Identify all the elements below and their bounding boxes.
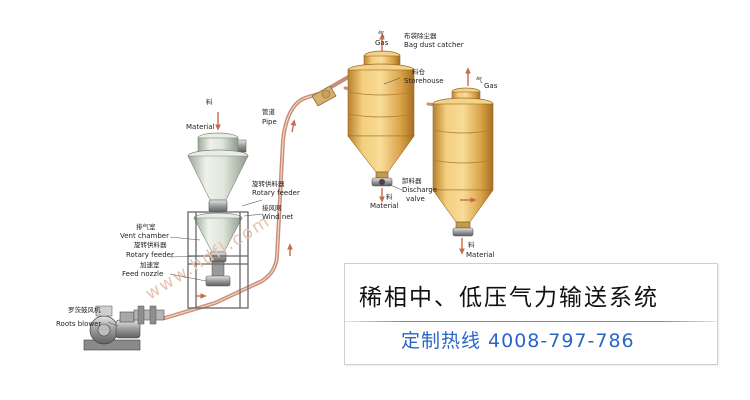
label-rotary-feeder-top-en: Rotary feeder (252, 189, 300, 197)
label-material-top-en: Material (186, 123, 214, 131)
label-roots-blower-cn: 罗茨鼓风机 (68, 305, 101, 314)
label-gas-top-cn: 气 (378, 29, 385, 38)
label-vent-chamber-en: Vent chamber (120, 232, 169, 240)
title-divider (345, 321, 717, 322)
hotline-text: 定制热线 4008-797-786 (401, 330, 635, 352)
label-gas-right-cn: 气 (476, 75, 483, 84)
pipe-flow-arrow-2 (290, 119, 297, 133)
label-material-right-cn: 料 (468, 240, 475, 249)
pipe-inner-line (164, 93, 319, 319)
label-storehouse-en: Storehouse (404, 77, 444, 85)
system-title: 稀相中、低压气力输送系统 (359, 285, 659, 311)
label-discharge-valve-cn: 卸料器 (402, 176, 422, 185)
label-gas-right-en: Gas (484, 82, 498, 90)
label-wind-net-en: Wind net (262, 213, 294, 221)
label-feed-nozzle-en: Feed nozzle (122, 270, 163, 278)
label-vent-chamber-cn: 排气室 (136, 222, 156, 231)
label-pipe-cn: 管道 (262, 107, 276, 116)
label-wind-net-cn: 接风网 (262, 203, 282, 212)
diverter-valve (311, 85, 337, 107)
label-discharge-valve-en2: valve (406, 195, 425, 203)
storehouse-silo-1 (347, 50, 415, 187)
label-feed-nozzle-cn: 加速室 (140, 260, 160, 269)
label-roots-blower-en: Roots blower (56, 320, 101, 328)
storehouse-silo-2 (432, 87, 494, 237)
label-gas-top-en: Gas (375, 39, 389, 47)
label-rotary-feeder-top-cn: 旋转供料器 (252, 179, 285, 188)
label-discharge-valve-en1: Discharge (402, 186, 437, 194)
label-material-right-en: Material (466, 251, 494, 259)
label-bag-dust-catcher-cn: 布袋除尘器 (404, 31, 437, 40)
feed-hopper-assembly (187, 132, 249, 309)
label-rotary-feeder-low-cn: 旋转供料器 (134, 240, 167, 249)
label-material-mid-en: Material (370, 202, 398, 210)
label-storehouse-cn: 料仓 (412, 67, 426, 76)
label-pipe-en: Pipe (262, 118, 277, 126)
title-panel: 稀相中、低压气力输送系统 定制热线 4008-797-786 (344, 263, 718, 365)
label-bag-dust-catcher-en: Bag dust catcher (404, 41, 464, 49)
label-material-top-cn: 料 (206, 97, 213, 106)
label-rotary-feeder-low-en: Rotary feeder (126, 251, 174, 259)
label-material-mid-cn: 料 (386, 192, 393, 201)
leader-lines (107, 77, 403, 327)
flow-arrows (196, 33, 477, 299)
